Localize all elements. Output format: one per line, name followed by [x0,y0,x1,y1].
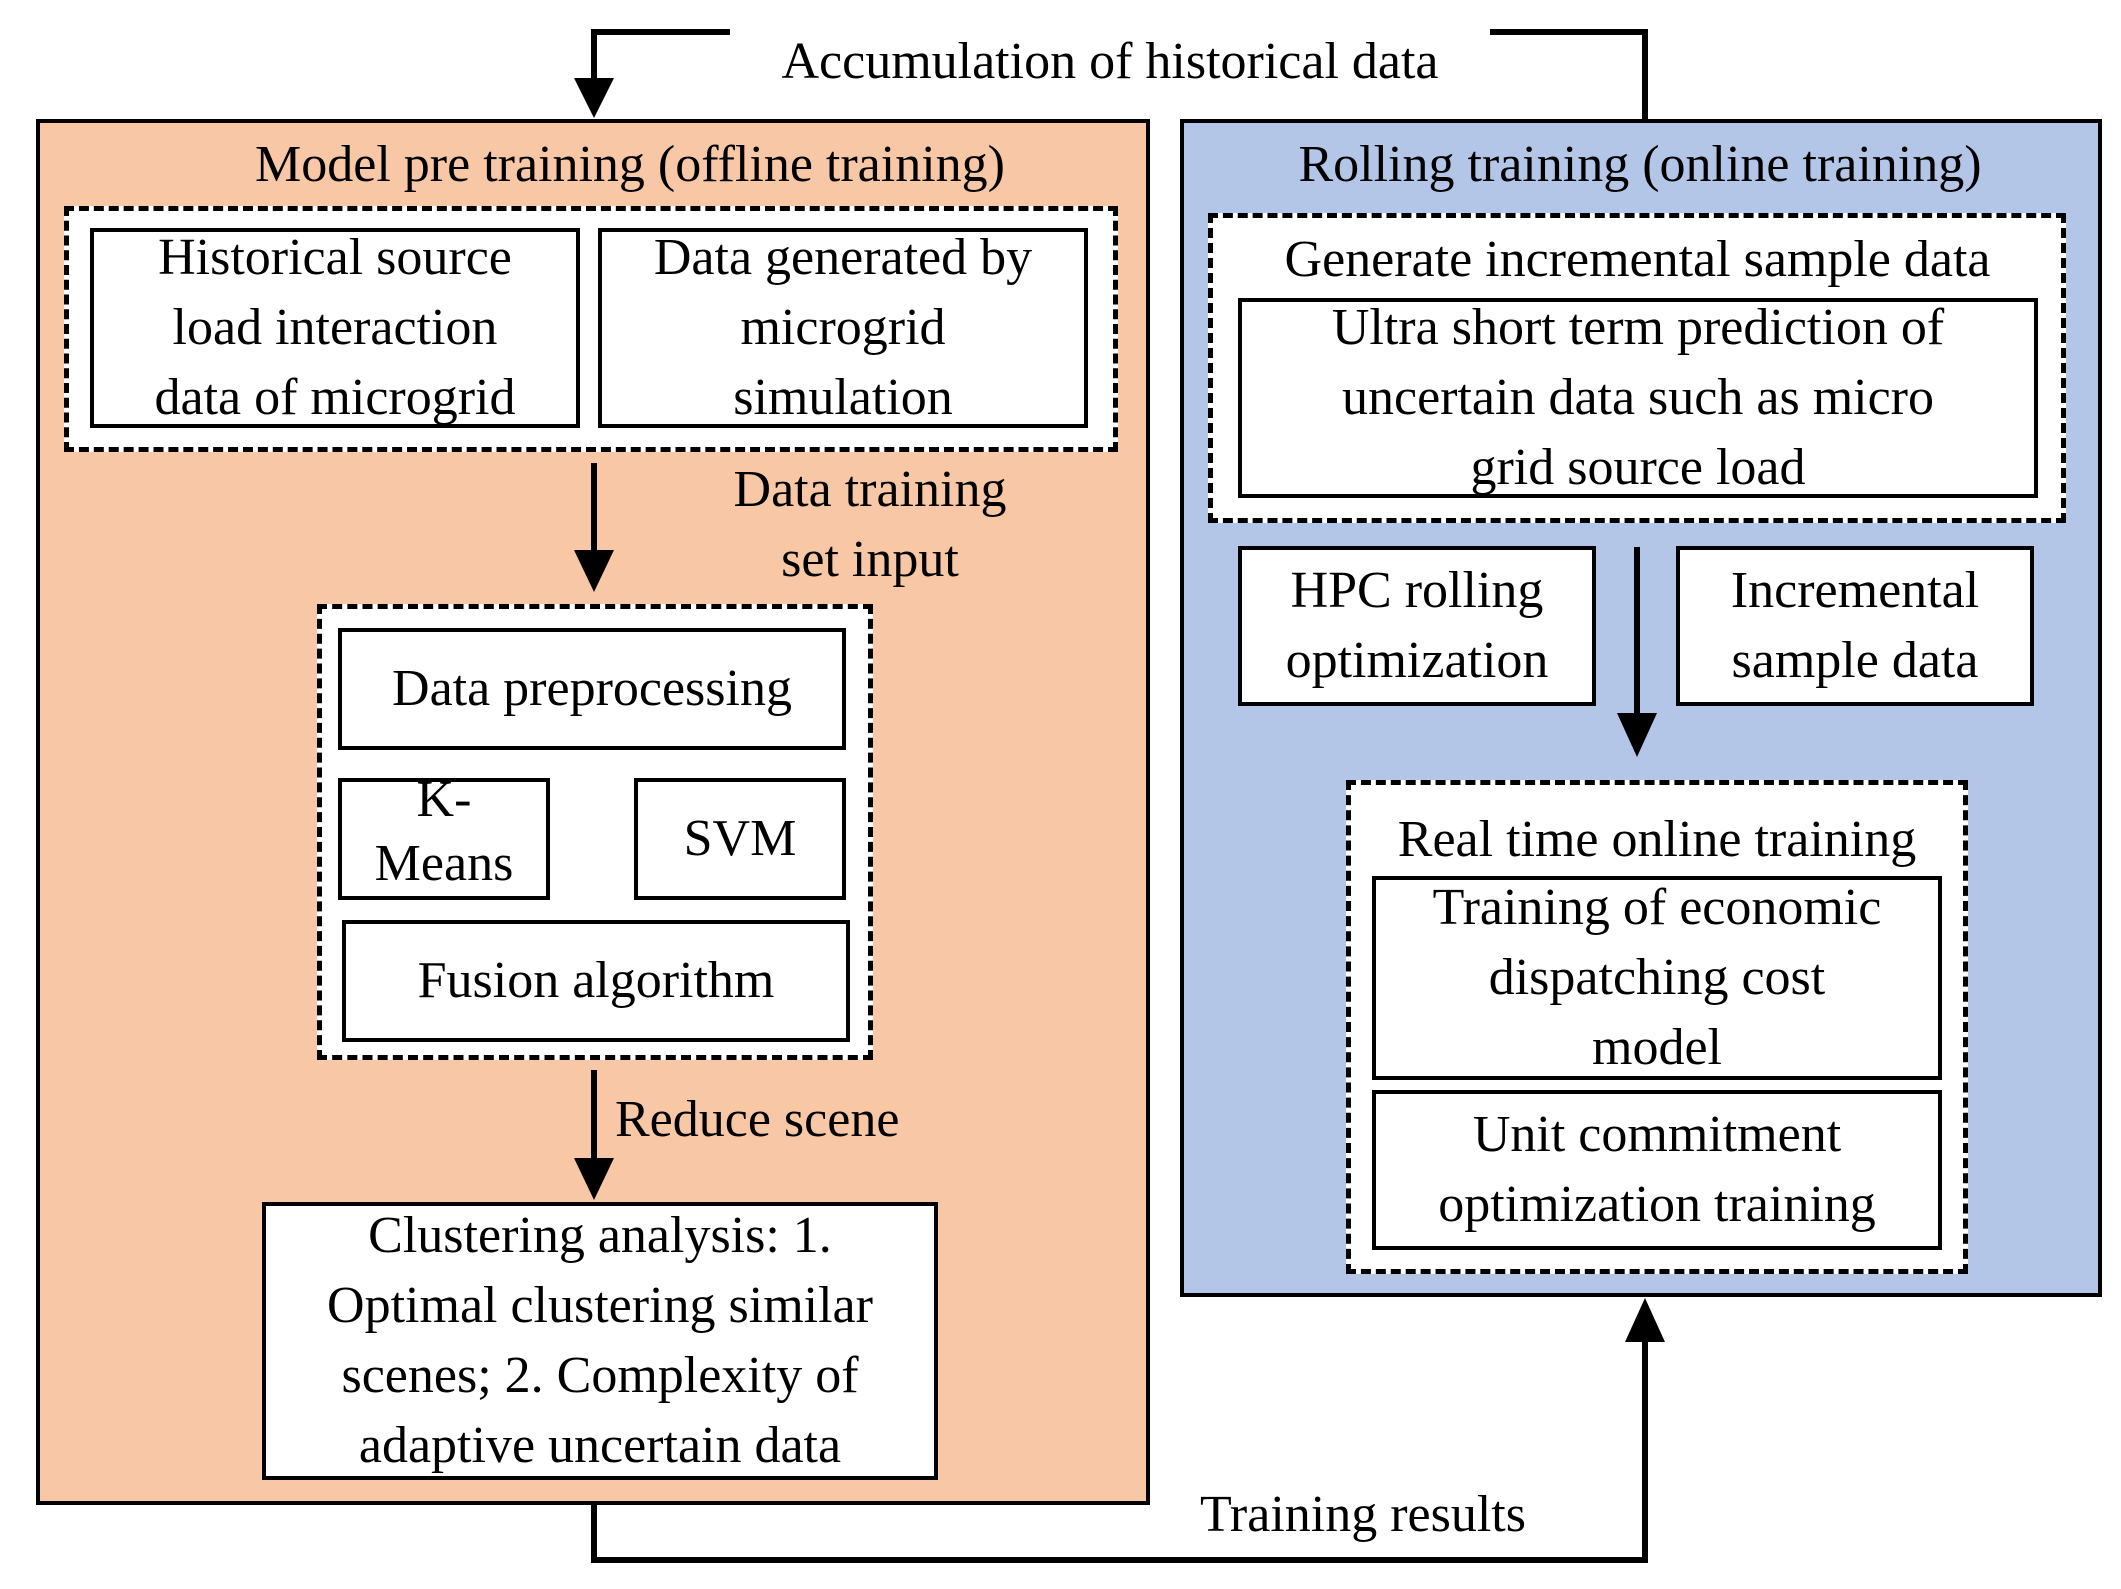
ultra-short-term-box: Ultra short term prediction of uncertain… [1238,298,2038,498]
accumulation-arrowhead [574,78,614,118]
historical-data-box: Historical source load interaction data … [90,228,580,428]
accumulation-label: Accumulation of historical data [730,27,1490,97]
simulation-data-box: Data generated by microgrid simulation [598,228,1088,428]
economic-dispatching-box: Training of economic dispatching cost mo… [1372,876,1942,1080]
real-time-training-label: Real time online training [1397,811,1917,868]
clustering-analysis-box: Clustering analysis: 1. Optimal clusteri… [262,1202,938,1480]
training-results-line [591,1338,1648,1563]
kmeans-box: K- Means [338,778,550,900]
svm-box: SVM [634,778,846,900]
data-training-label: Data training set input [733,461,1007,588]
hpc-rolling-box: HPC rolling optimization [1238,546,1596,706]
online-flow-arrowhead [1617,713,1657,757]
training-results-arrowhead [1625,1298,1665,1342]
data-preprocessing-box: Data preprocessing [338,628,846,750]
unit-commitment-box: Unit commitment optimization training [1372,1090,1942,1250]
reduce-scene-label: Reduce scene [615,1091,900,1148]
online-panel-title: Rolling training (online training) [1298,136,1982,193]
training-results-label: Training results [1200,1486,1526,1543]
incremental-sample-box: Incremental sample data [1676,546,2034,706]
fusion-algorithm-box: Fusion algorithm [342,920,850,1042]
reduce-scene-arrowhead [574,1158,614,1200]
generate-incremental-label: Generate incremental sample data [1284,231,1991,288]
data-training-arrowhead [574,550,614,592]
offline-panel-title: Model pre training (offline training) [255,136,1005,193]
